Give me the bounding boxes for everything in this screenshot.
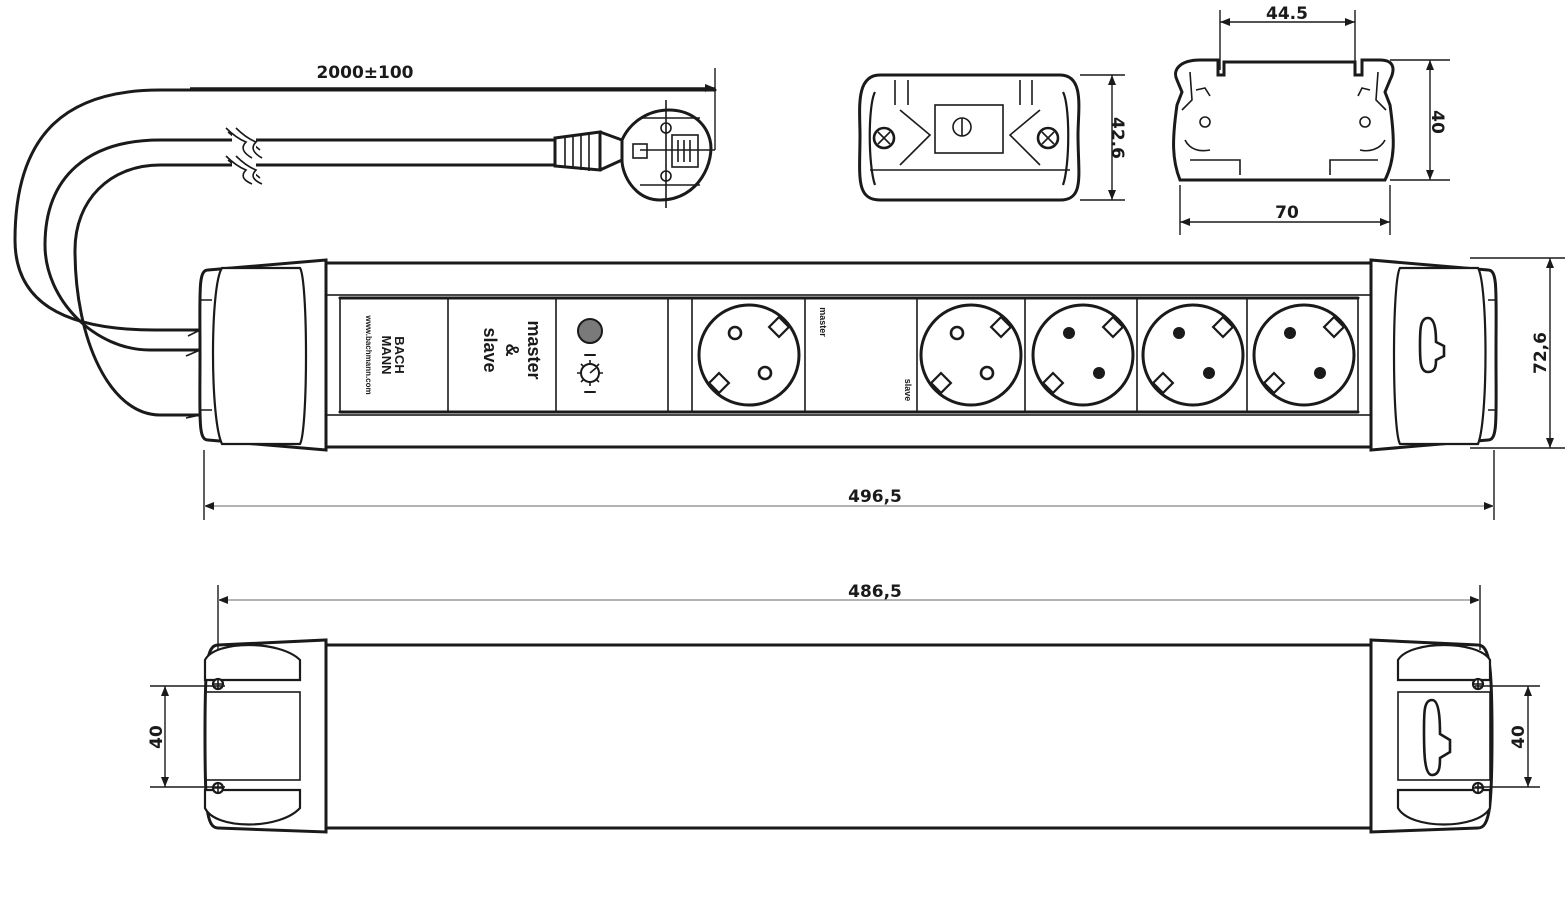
socket-group xyxy=(697,303,1356,407)
pin-hole xyxy=(1093,367,1105,379)
pin-hole xyxy=(949,325,965,341)
master-slave-line2: & xyxy=(502,344,522,357)
earth-clip xyxy=(767,315,791,339)
profile-height-label: 40 xyxy=(1427,110,1447,134)
power-strip-back-view xyxy=(203,638,1494,834)
pin-hole xyxy=(1063,327,1075,339)
strip-height-label: 72,6 xyxy=(1531,332,1551,374)
profile-inner-width-label: 44.5 xyxy=(1266,4,1308,24)
pin-hole xyxy=(1203,367,1215,379)
strip-height-dimension: 72,6 xyxy=(1470,257,1565,449)
brand-name-line2: MANN xyxy=(379,336,394,375)
back-length-dimension: 486,5 xyxy=(217,582,1481,650)
schuko-socket xyxy=(1252,303,1356,407)
profile-height-dimension: 40 xyxy=(1390,59,1450,181)
pin-hole xyxy=(1173,327,1185,339)
earth-clip xyxy=(1262,371,1286,395)
back-length-label: 486,5 xyxy=(848,582,902,602)
back-mount-left-label: 40 xyxy=(147,725,167,749)
socket-ring xyxy=(1031,303,1135,407)
earth-clip xyxy=(929,371,953,395)
profile-width-top-dimension: 44.5 xyxy=(1219,4,1356,70)
end-cap-height-label: 42.6 xyxy=(1107,117,1127,159)
end-cap-side-view xyxy=(858,73,1081,202)
slave-tag: slave xyxy=(903,379,913,402)
profile-width-bottom-dimension: 70 xyxy=(1179,185,1391,235)
pin-hole xyxy=(757,365,773,381)
master-tag: master xyxy=(818,307,828,337)
power-strip-front-view: BACH MANN www.bachmann.com master & slav… xyxy=(198,258,1498,452)
brand-name-line1: BACH xyxy=(392,336,407,374)
master-slave-module: master & slave xyxy=(480,320,544,379)
socket-ring xyxy=(1141,303,1245,407)
schuko-socket xyxy=(1031,303,1135,407)
pin-hole xyxy=(1284,327,1296,339)
power-cable xyxy=(13,88,717,419)
earth-clip xyxy=(1041,371,1065,395)
pin-hole xyxy=(727,325,743,341)
schuko-socket xyxy=(919,303,1023,407)
plug-drawing xyxy=(553,100,715,208)
brand-module: BACH MANN www.bachmann.com xyxy=(364,314,407,394)
earth-clip xyxy=(1322,315,1346,339)
socket-ring xyxy=(697,303,801,407)
total-length-label: 496,5 xyxy=(848,487,902,507)
master-slave-line3: slave xyxy=(480,327,500,372)
earth-clip xyxy=(1211,315,1235,339)
earth-clip xyxy=(1151,371,1175,395)
back-mount-right-dimension: 40 xyxy=(1475,685,1540,788)
cable-length-label: 2000±100 xyxy=(316,63,413,83)
back-mount-left-dimension: 40 xyxy=(147,685,225,788)
control-module xyxy=(577,318,603,393)
earth-clip xyxy=(707,371,731,395)
socket-ring xyxy=(919,303,1023,407)
profile-cross-section xyxy=(1172,58,1395,182)
earth-clip xyxy=(1101,315,1125,339)
schuko-socket xyxy=(1141,303,1245,407)
end-cap-height-dimension: 42.6 xyxy=(1080,74,1127,201)
total-length-dimension: 496,5 xyxy=(203,450,1495,520)
pin-hole xyxy=(1314,367,1326,379)
socket-ring xyxy=(1252,303,1356,407)
earth-clip xyxy=(989,315,1013,339)
cable-length-dimension: 2000±100 xyxy=(190,63,716,150)
master-slave-line1: master xyxy=(524,320,544,379)
brand-url: www.bachmann.com xyxy=(364,314,373,394)
indicator-lamp xyxy=(577,318,603,344)
back-mount-right-label: 40 xyxy=(1509,725,1529,749)
schuko-socket xyxy=(697,303,801,407)
profile-width-label: 70 xyxy=(1275,203,1299,223)
pin-hole xyxy=(979,365,995,381)
